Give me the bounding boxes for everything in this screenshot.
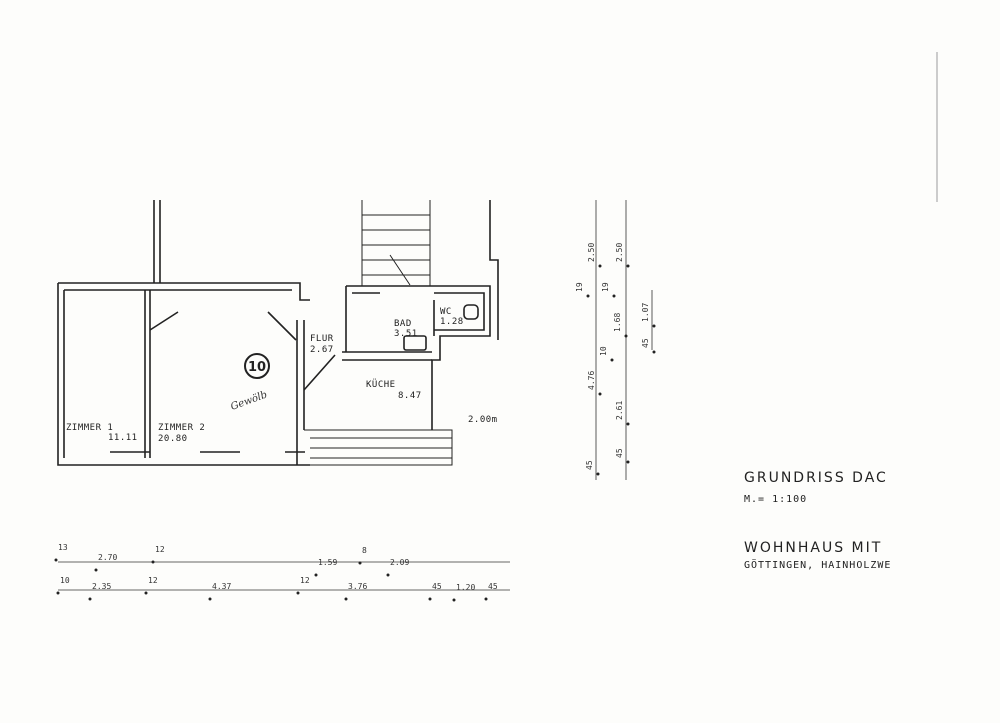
room-zimmer1-area: 11.11 [108, 433, 138, 443]
dimension-label: 2.50 [615, 243, 624, 262]
wall-divider [144, 290, 151, 458]
dimension-tick [484, 597, 488, 601]
room-flur-area: 2.67 [310, 345, 334, 355]
dimension-label: 45 [615, 448, 624, 458]
dimension-label: 3.76 [348, 582, 367, 591]
dimension-tick [624, 334, 628, 338]
dimension-label: 12 [155, 545, 165, 554]
dimension-tick [386, 573, 390, 577]
room-wc-area: 1.28 [440, 317, 464, 327]
wall-flur [296, 320, 305, 465]
terrace [304, 429, 453, 466]
room-wc-name: WC [440, 307, 452, 317]
dimension-label: 45 [432, 582, 442, 591]
wall-inner [63, 289, 292, 458]
room-kueche-area: 8.47 [398, 391, 422, 401]
unit-number-circle [244, 353, 270, 379]
scan-edge-line [936, 52, 938, 202]
dimension-tick [428, 597, 432, 601]
dimension-tick [626, 422, 630, 426]
dimension-tick [652, 324, 656, 328]
dimension-tick [94, 568, 98, 572]
dimension-label: 4.37 [212, 582, 231, 591]
dimension-tick [56, 591, 60, 595]
wall-kueche [342, 292, 435, 361]
room-zimmer1-name: ZIMMER 1 [66, 423, 113, 433]
dimension-label: 2.70 [98, 553, 117, 562]
room-bad-name: BAD [394, 319, 412, 329]
title-line3: WOHNHAUS MIT [744, 540, 883, 556]
dimension-tick [586, 294, 590, 298]
dimension-label: 13 [58, 543, 68, 552]
terrace-label: 2.00m [468, 415, 498, 425]
dimension-label: 45 [488, 582, 498, 591]
dimension-label: 10 [599, 346, 608, 356]
dimension-label: 1.20 [456, 583, 475, 592]
dimension-label: 8 [362, 546, 367, 555]
room-kueche-name: KÜCHE [366, 379, 396, 390]
dimension-label: 2.61 [615, 401, 624, 420]
room-zimmer2-area: 20.80 [158, 434, 188, 444]
dimension-tick [652, 350, 656, 354]
door-swing [149, 311, 336, 391]
dimension-tick [598, 264, 602, 268]
dimension-tick [314, 573, 318, 577]
dimension-tick [598, 392, 602, 396]
dimension-tick [296, 591, 300, 595]
dimension-label: 12 [300, 576, 310, 585]
dimension-tick [612, 294, 616, 298]
dimension-label: 1.68 [613, 313, 622, 332]
wall-wc [434, 292, 485, 331]
dimension-tick [610, 358, 614, 362]
staircase [361, 200, 431, 286]
wall-bad [345, 285, 491, 430]
wall-stair-right [489, 200, 499, 340]
dimension-label: 19 [575, 282, 584, 292]
room-bad-area: 3.51 [394, 329, 418, 339]
handwritten-note: Gewölb [229, 389, 269, 412]
dimension-tick [596, 472, 600, 476]
dimension-tick [208, 597, 212, 601]
dimension-label: 10 [60, 576, 70, 585]
wall-outer [57, 282, 310, 466]
dimension-tick [626, 460, 630, 464]
wall-chimney [153, 200, 161, 283]
dimension-label: 2.50 [587, 243, 596, 262]
dimension-tick [151, 560, 155, 564]
title-line1: GRUNDRISS DAC [744, 470, 888, 486]
dimension-label: 12 [148, 576, 158, 585]
dimension-label: 2.09 [390, 558, 409, 567]
dimension-tick [88, 597, 92, 601]
title-scale: M.= 1:100 [744, 494, 808, 505]
dimension-label: 1.59 [318, 558, 337, 567]
room-zimmer2-name: ZIMMER 2 [158, 423, 205, 433]
dimension-label: 4.76 [587, 371, 596, 390]
dimension-label: 19 [601, 282, 610, 292]
bath-tub [403, 335, 427, 351]
wc-bowl [463, 304, 479, 320]
dimension-label: 45 [641, 338, 650, 348]
dimension-tick [54, 558, 58, 562]
dimension-tick [358, 561, 362, 565]
dimension-tick [452, 598, 456, 602]
title-location: GÖTTINGEN, HAINHOLZWE [744, 560, 892, 571]
dimension-tick [626, 264, 630, 268]
unit-number: 10 [248, 360, 266, 375]
dimension-tick [144, 591, 148, 595]
room-flur-name: FLUR [310, 334, 334, 344]
dimension-tick [344, 597, 348, 601]
dimension-label: 1.07 [641, 303, 650, 322]
dimension-label: 45 [585, 460, 594, 470]
dimension-label: 2.35 [92, 582, 111, 591]
